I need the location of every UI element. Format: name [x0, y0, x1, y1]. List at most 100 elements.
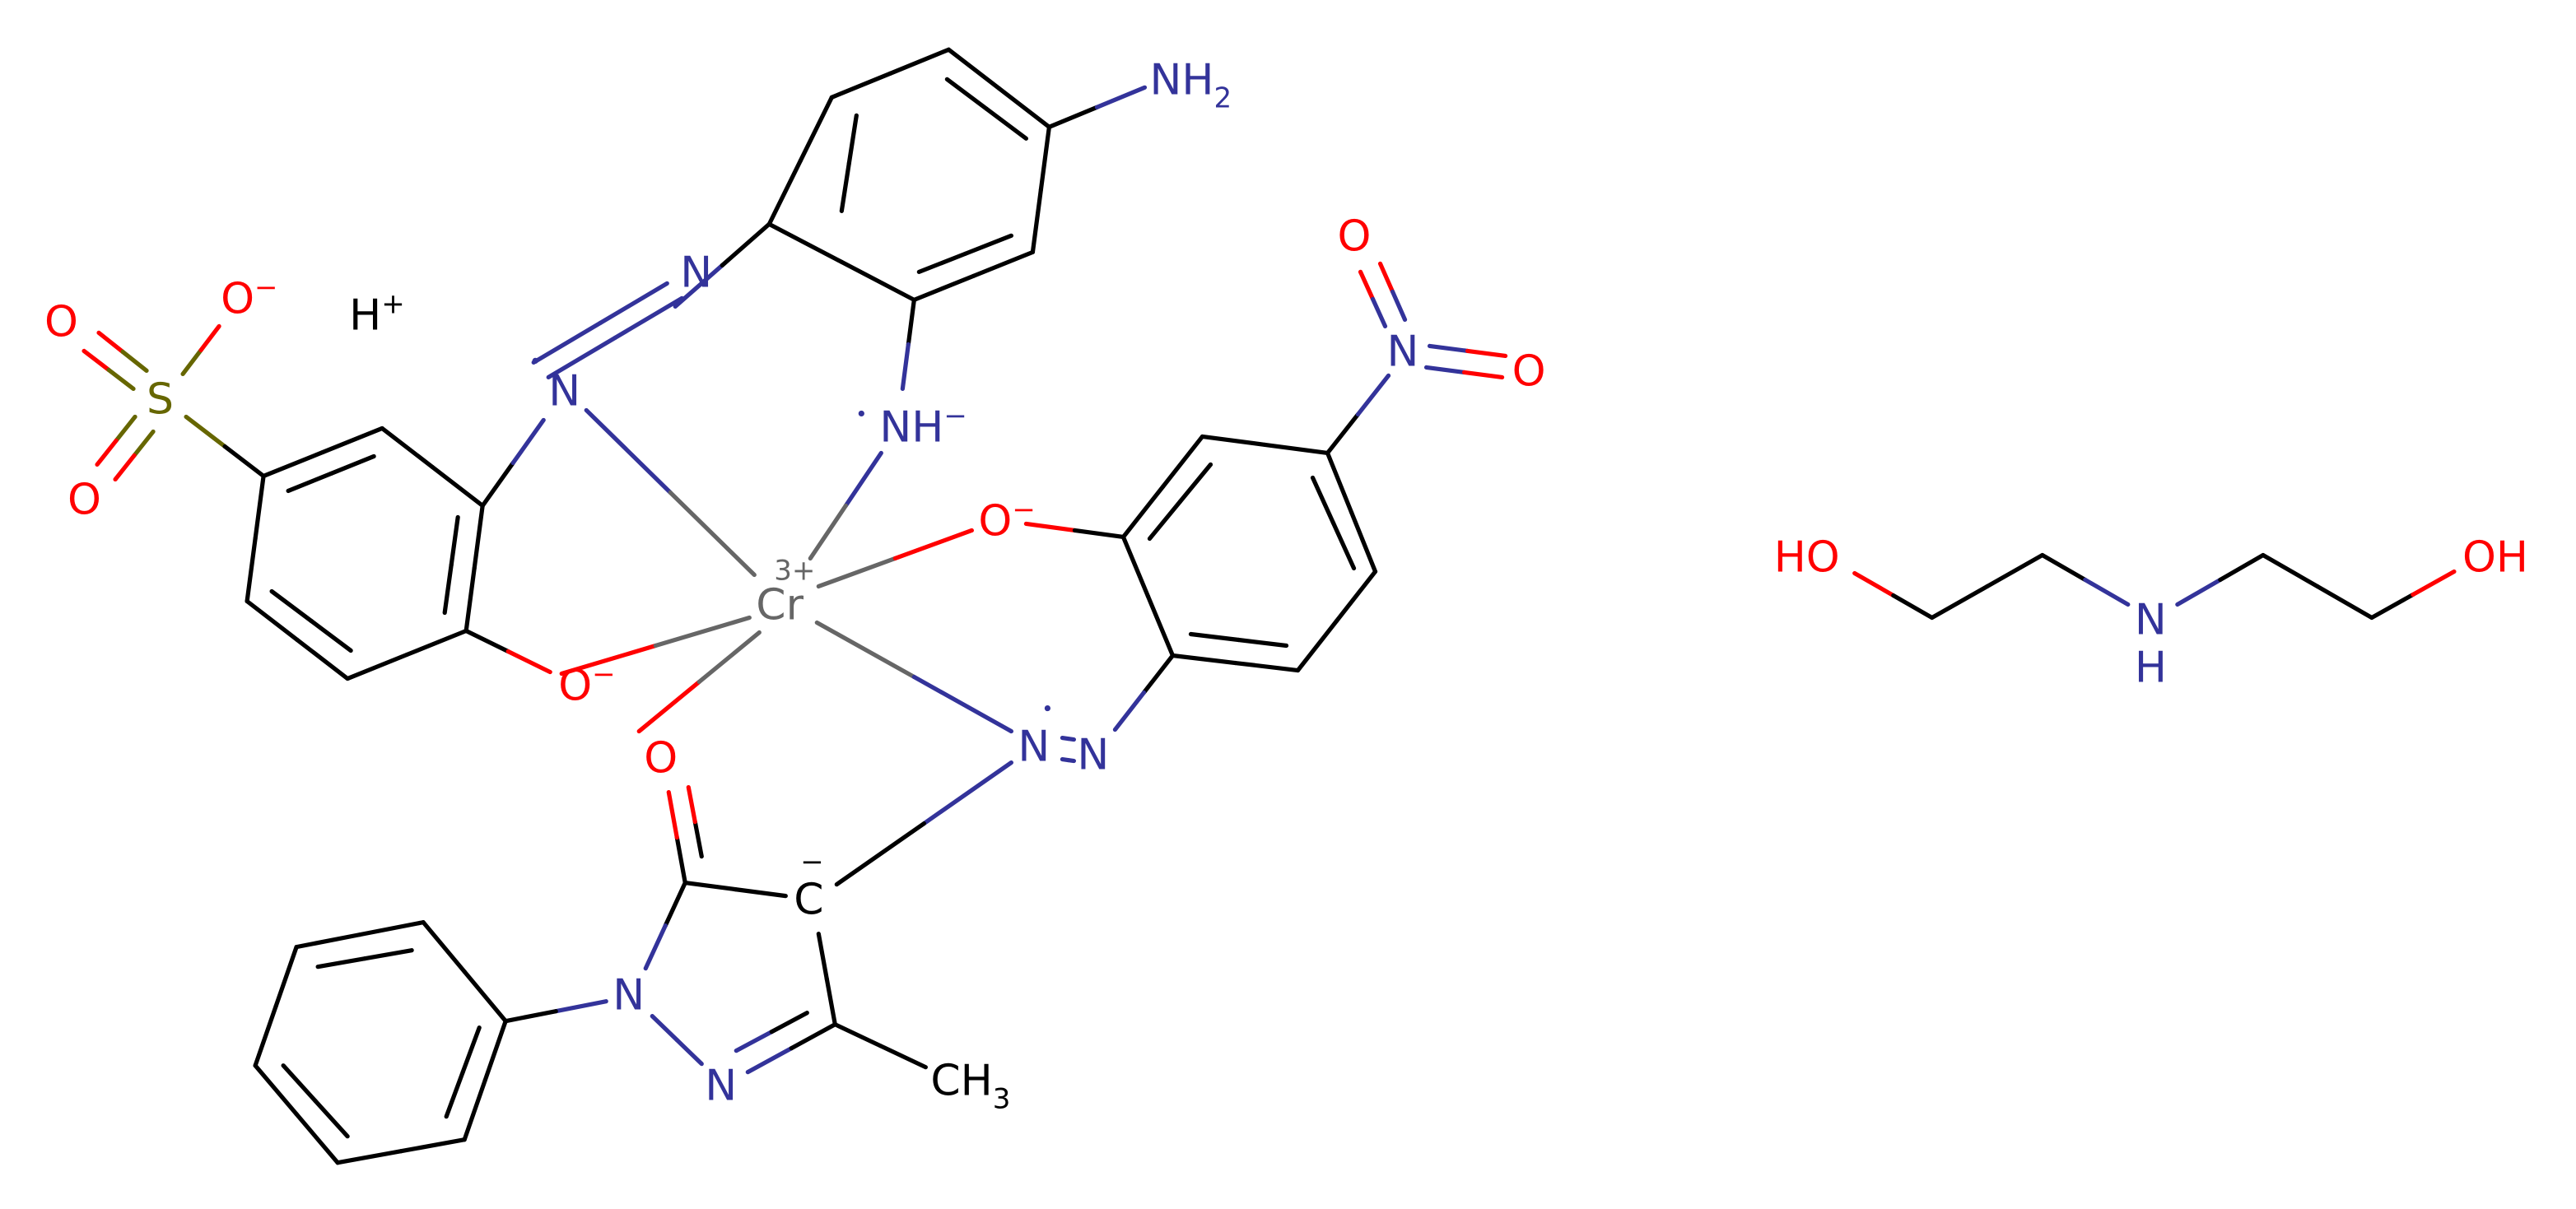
bond: [1023, 521, 1078, 533]
bond: [824, 977, 837, 1027]
bond: [380, 425, 435, 470]
bond: [733, 887, 788, 899]
atom-sulfonyl-o1: O: [44, 297, 78, 346]
atom-phenoxide-o2: O−: [978, 493, 1035, 546]
bond: [911, 674, 1013, 734]
bond: [971, 249, 1036, 278]
bond: [666, 789, 679, 840]
bond: [328, 453, 376, 477]
bond: [295, 637, 350, 681]
bond: [839, 160, 851, 213]
atom-chromium: Cr: [756, 581, 804, 630]
bond: [463, 628, 510, 654]
bond: [613, 295, 684, 340]
bond: [1112, 690, 1147, 732]
bond: [673, 263, 724, 309]
bond: [734, 1030, 774, 1053]
bond: [462, 1078, 487, 1142]
atom-carbanion: C: [794, 876, 823, 925]
bond: [745, 1046, 794, 1075]
bond: [222, 444, 266, 479]
bond: [1461, 370, 1505, 380]
bond: [180, 347, 203, 377]
bond: [472, 503, 485, 571]
bond: [82, 348, 111, 373]
bond: [1199, 434, 1268, 448]
bond: [1325, 450, 1354, 515]
bond: [984, 106, 1028, 141]
bond: [692, 819, 704, 859]
bonds: [82, 47, 2457, 1165]
bond: [503, 1009, 558, 1024]
bond: [1170, 653, 1238, 666]
radical-dot: [1044, 704, 1051, 712]
bond: [510, 417, 546, 466]
bond: [674, 835, 687, 886]
bond: [430, 464, 485, 509]
atom-azo-n2: N: [548, 366, 580, 416]
bond: [829, 71, 892, 100]
bond: [106, 367, 136, 392]
bond: [696, 630, 762, 685]
bond: [1295, 618, 1339, 673]
bond: [1262, 442, 1330, 456]
bond: [663, 881, 687, 928]
bond: [1120, 534, 1151, 599]
bond: [245, 536, 258, 604]
bond: [559, 643, 658, 677]
bond: [253, 1004, 278, 1068]
atom-azo-n3: N: [1018, 723, 1050, 772]
bond: [1236, 637, 1289, 649]
bond: [2369, 592, 2415, 621]
bond: [1141, 653, 1176, 695]
bond: [1377, 261, 1395, 294]
bond: [598, 281, 669, 325]
bond: [132, 429, 156, 458]
bond: [636, 679, 701, 734]
atom-proton: H+: [349, 287, 405, 340]
bond: [463, 565, 477, 634]
bond: [357, 920, 426, 937]
bond: [1065, 736, 1077, 742]
bond: [261, 449, 325, 479]
bond: [1390, 289, 1408, 322]
bond: [650, 1014, 679, 1043]
bond: [184, 414, 227, 449]
bond: [2261, 552, 2320, 589]
bond: [404, 628, 468, 658]
bond: [887, 47, 951, 76]
bond: [900, 342, 911, 392]
bond: [253, 473, 266, 542]
radical-dot: [532, 357, 538, 365]
bond: [1038, 124, 1052, 192]
atom-sulfonyl-o2: O: [68, 475, 101, 524]
bond: [921, 760, 1013, 826]
bond: [846, 113, 859, 165]
bond: [686, 784, 697, 825]
bond: [531, 320, 603, 365]
bond: [643, 923, 668, 971]
bond: [839, 259, 916, 302]
atom-oh-right: OH: [2462, 532, 2528, 582]
bond: [1985, 552, 2045, 589]
bond: [1891, 593, 1935, 621]
bond: [769, 1011, 809, 1035]
bond: [1065, 757, 1077, 764]
bond: [345, 652, 409, 681]
atom-carbonyl-o: O: [644, 734, 678, 784]
bond: [1120, 484, 1166, 540]
bond: [814, 620, 916, 680]
bond: [362, 948, 414, 961]
atom-nitro-n: N: [1387, 327, 1419, 376]
atom-chromium-charge: 3+: [774, 554, 815, 587]
bond: [294, 932, 362, 950]
bond: [911, 273, 976, 302]
atom-pyrazole-n2: N: [705, 1062, 737, 1111]
bond: [843, 450, 883, 509]
bond: [1232, 660, 1301, 673]
bond: [1046, 105, 1100, 129]
bond: [1310, 475, 1336, 526]
bond: [1188, 631, 1241, 643]
bond: [505, 649, 552, 675]
